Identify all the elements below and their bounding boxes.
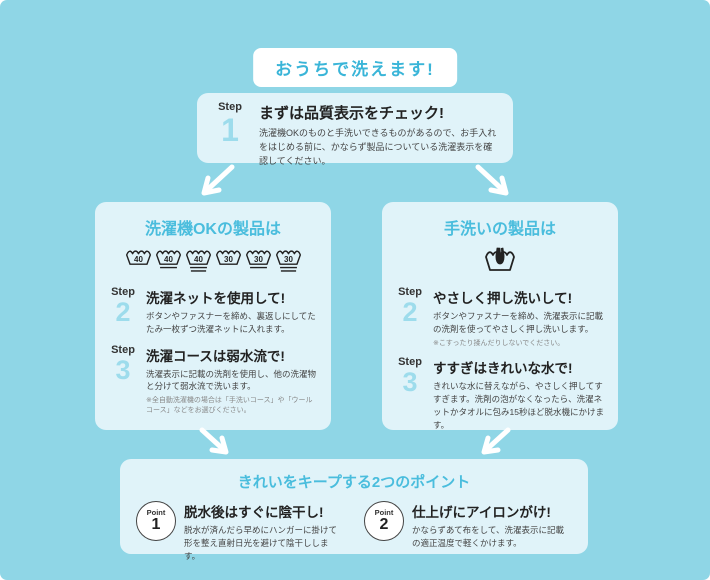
step-heading: 洗濯ネットを使用して! [146,291,286,306]
machine-step3: Step 3 洗濯コースは弱水流で! 洗濯表示に記載の洗剤を使用し、他の洗濯物と… [107,343,319,416]
step-number: 3 [402,367,418,398]
step1-body: 洗濯機OKのものと手洗いできるものがあるので、お手入れをはじめる前に、かならず製… [259,128,497,166]
step2-badge: Step 2 [394,287,426,348]
step-note: ※全自動洗濯機の場合は「手洗いコース」や「ウールコース」などをお選びください。 [146,397,313,414]
svg-text:30: 30 [284,255,293,264]
handwash-symbol-row [394,246,606,278]
handwash-symbol-icon [485,247,515,271]
step1-card: Step 1 まずは品質表示をチェック! 洗濯機OKのものと手洗いできるものがあ… [197,93,513,166]
step2-badge: Step 2 [107,287,139,336]
wash-tub-icon: 30 [215,250,241,265]
point-2: Point 2 仕上げにアイロンがけ! かならずあて布をして、洗濯表示に記載の適… [364,501,572,562]
wash-tub-icon: 30 [245,250,271,269]
hand-step3: Step 3 すすぎはきれいな水で! きれいな水に替えながら、やさしく押してすす… [394,357,606,431]
step1-badge: Step 1 [211,102,249,154]
step-number: 3 [115,354,131,385]
point-heading: 脱水後はすぐに陰干し! [184,505,324,520]
wash-tub-icon: 40 [185,250,211,272]
keep-clean-title: きれいをキープする2つのポイント [237,474,471,491]
step-body: ボタンやファスナーを締め、洗濯表示に記載の洗剤を使ってやさしく押し洗いします。 [433,311,604,334]
arrow-down-left-icon [201,164,235,196]
hand-step2-content: やさしく押し洗いして! ボタンやファスナーを締め、洗濯表示に記載の洗剤を使ってや… [433,287,606,348]
step-label: Step [111,286,135,298]
arrow-down-left-icon [481,427,511,455]
point-label: Point [146,507,166,517]
machine-step2: Step 2 洗濯ネットを使用して! ボタンやファスナーを締め、裏返しにしてたた… [107,287,319,336]
step-label: Step [218,101,242,113]
step-heading: すすぎはきれいな水で! [433,361,573,377]
step-label: Step [111,343,135,356]
point-body: かならずあて布をして、洗濯表示に記載の適正温度で軽くかけます。 [412,525,564,548]
step3-badge: Step 3 [107,343,139,416]
step-note: ※こすったり揉んだりしないでください。 [433,339,565,347]
wash-tub-icon: 30 [275,250,301,272]
point-1: Point 1 脱水後はすぐに陰干し! 脱水が済んだら早めにハンガーに掛けて形を… [136,501,344,562]
arrow-down-right-icon [199,427,229,455]
machine-wash-title: 洗濯機OKの製品は [144,221,281,238]
step-number: 1 [221,112,239,148]
svg-text:30: 30 [224,255,233,264]
step1-heading: まずは品質表示をチェック! [259,105,444,122]
page-title: おうちで洗えます! [253,48,457,87]
machine-step3-content: 洗濯コースは弱水流で! 洗濯表示に記載の洗剤を使用し、他の洗濯物と分けて弱水流で… [146,345,319,416]
step-body: ボタンやファスナーを締め、裏返しにしてたたみ一枚ずつ洗濯ネットに入れます。 [146,311,316,334]
step-body: 洗濯表示に記載の洗剤を使用し、他の洗濯物と分けて弱水流で洗います。 [146,368,317,392]
svg-text:40: 40 [164,255,173,264]
machine-wash-card: 洗濯機OKの製品は 40 40 40 30 30 30 [95,202,331,430]
point-label: Point [374,507,394,517]
point-body: 脱水が済んだら早めにハンガーに掛けて形を整え直射日光を避けて陰干しします。 [184,525,338,561]
point2-content: 仕上げにアイロンがけ! かならずあて布をして、洗濯表示に記載の適正温度で軽くかけ… [412,501,572,562]
point1-content: 脱水後はすぐに陰干し! 脱水が済んだら早めにハンガーに掛けて形を整え直射日光を避… [184,501,344,562]
point-heading: 仕上げにアイロンがけ! [412,505,551,520]
hand-wash-card: 手洗いの製品は Step 2 やさしく押し洗いして! ボタンやファスナーを締め、… [382,202,618,430]
laundry-symbols-row: 40 40 40 30 30 30 [107,246,319,278]
points-row: Point 1 脱水後はすぐに陰干し! 脱水が済んだら早めにハンガーに掛けて形を… [136,501,572,562]
arrow-down-right-icon [475,164,509,196]
svg-text:30: 30 [254,255,263,264]
step-label: Step [398,286,422,298]
svg-text:40: 40 [194,255,203,264]
point-number: 2 [379,516,389,534]
step-body: きれいな水に替えながら、やさしく押してすすぎます。洗剤の泡がなくなったら、洗濯ネ… [433,381,604,430]
hand-wash-title: 手洗いの製品は [443,221,556,238]
wash-tub-icon: 40 [125,250,151,265]
step3-badge: Step 3 [394,357,426,431]
keep-clean-card: きれいをキープする2つのポイント Point 1 脱水後はすぐに陰干し! 脱水が… [120,459,588,561]
step-number: 2 [402,297,418,327]
machine-step2-content: 洗濯ネットを使用して! ボタンやファスナーを締め、裏返しにしてたたみ一枚ずつ洗濯… [146,287,319,336]
step-heading: 洗濯コースは弱水流で! [146,348,285,364]
point2-badge: Point 2 [364,501,404,541]
step1-content: まずは品質表示をチェック! 洗濯機OKのものと手洗いできるものがあるので、お手入… [259,102,499,166]
step-heading: やさしく押し洗いして! [433,291,573,306]
step-number: 2 [115,297,131,327]
point1-badge: Point 1 [136,501,176,541]
hand-step2: Step 2 やさしく押し洗いして! ボタンやファスナーを締め、洗濯表示に記載の… [394,287,606,348]
wash-tub-icon: 40 [155,250,181,269]
hand-step3-content: すすぎはきれいな水で! きれいな水に替えながら、やさしく押してすすぎます。洗剤の… [433,357,606,431]
svg-text:40: 40 [134,255,143,264]
step-label: Step [398,356,422,369]
point-number: 1 [151,516,161,534]
